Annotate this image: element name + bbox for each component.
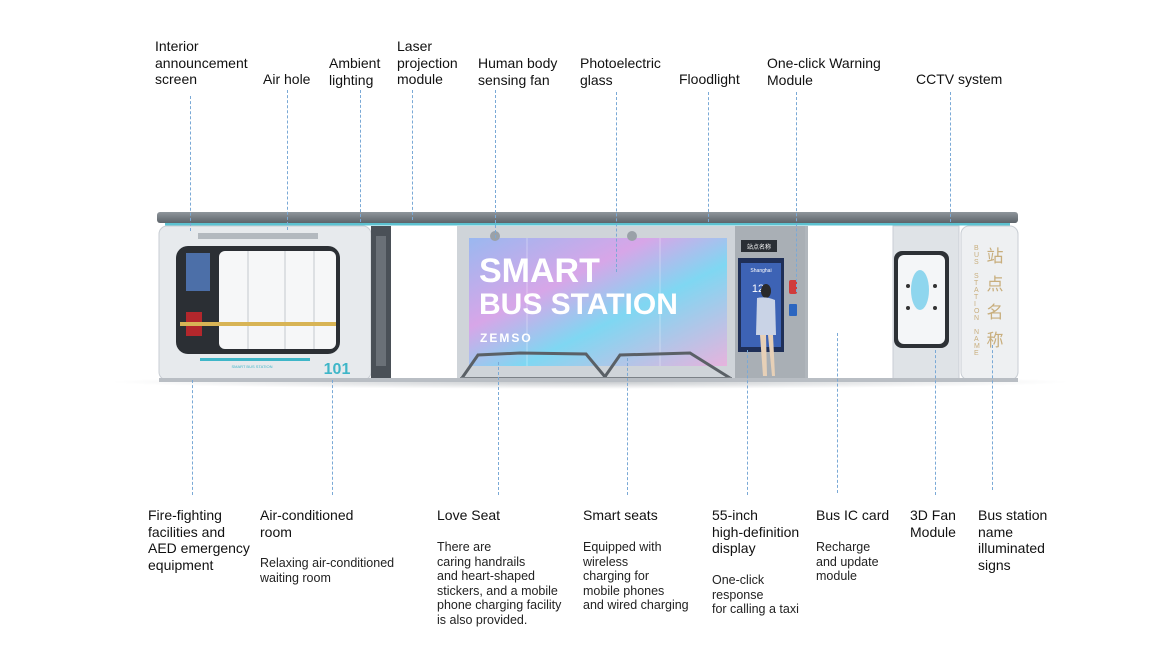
- smart-seat-rail: [602, 351, 731, 380]
- left-room-glass: [219, 251, 336, 349]
- name-sign-vertical: 站点名称: [987, 247, 1004, 350]
- label-air-conditioned: Air-conditioned room: [260, 507, 354, 540]
- label-display-55: 55-inch high-definition display: [712, 507, 800, 556]
- love-seat-rail: [460, 351, 608, 379]
- desc-smart-seats: Equipped with wireless charging for mobi…: [583, 540, 689, 613]
- kiosk-header: [741, 240, 777, 252]
- label-fire-fighting: Fire-fighting facilities and AED emergen…: [148, 507, 250, 573]
- label-name-sign: Bus station name illuminated signs: [978, 507, 1048, 573]
- label-smart-seats: Smart seats: [583, 507, 658, 523]
- ic-card-reader: [789, 304, 797, 316]
- kiosk-header-text: 站点名称: [747, 243, 771, 251]
- interior-screen-panel: [186, 253, 210, 291]
- label-cctv: CCTV system: [916, 71, 1003, 87]
- label-photoelectric-glass: Photoelectric glass: [580, 55, 661, 88]
- person: [761, 284, 771, 298]
- desc-love-seat: There are caring handrails and heart-sha…: [437, 540, 562, 627]
- label-floodlight: Floodlight: [679, 71, 740, 87]
- desc-air-conditioned: Relaxing air-conditioned waiting room: [260, 556, 395, 585]
- label-warning-module: One-click Warning Module: [767, 55, 881, 88]
- desc-ic-card: Recharge and update module: [816, 540, 879, 584]
- air-hole-grille: [198, 233, 318, 239]
- roof: [157, 212, 1018, 223]
- label-love-seat: Love Seat: [437, 507, 501, 523]
- label-human-body-fan: Human body sensing fan: [478, 55, 558, 88]
- kiosk-city: Shanghai: [750, 268, 771, 274]
- room-number: 101: [324, 361, 351, 378]
- base-strip: [159, 378, 1018, 382]
- photoelectric-glass-screen: [469, 238, 727, 366]
- ad-brand: ZEMSO: [480, 331, 533, 345]
- label-ambient-lighting: Ambient lighting: [329, 55, 381, 88]
- ad-line-1: SMART: [479, 252, 600, 290]
- label-interior-screen: Interior announcement screen: [155, 38, 248, 87]
- ambient-light-strip: [165, 223, 1010, 226]
- label-ic-card: Bus IC card: [816, 507, 890, 523]
- ad-line-2: BUS STATION: [479, 288, 678, 321]
- label-air-hole: Air hole: [263, 71, 311, 87]
- label-laser-projection: Laser projection module: [397, 38, 458, 87]
- room-sign: SMART BUS STATION: [231, 364, 272, 369]
- warning-button: [789, 280, 797, 294]
- desc-display-55: One-click response for calling a taxi: [712, 573, 799, 617]
- label-fan-3d: 3D Fan Module: [910, 507, 956, 540]
- fan-3d-hologram: [911, 270, 929, 310]
